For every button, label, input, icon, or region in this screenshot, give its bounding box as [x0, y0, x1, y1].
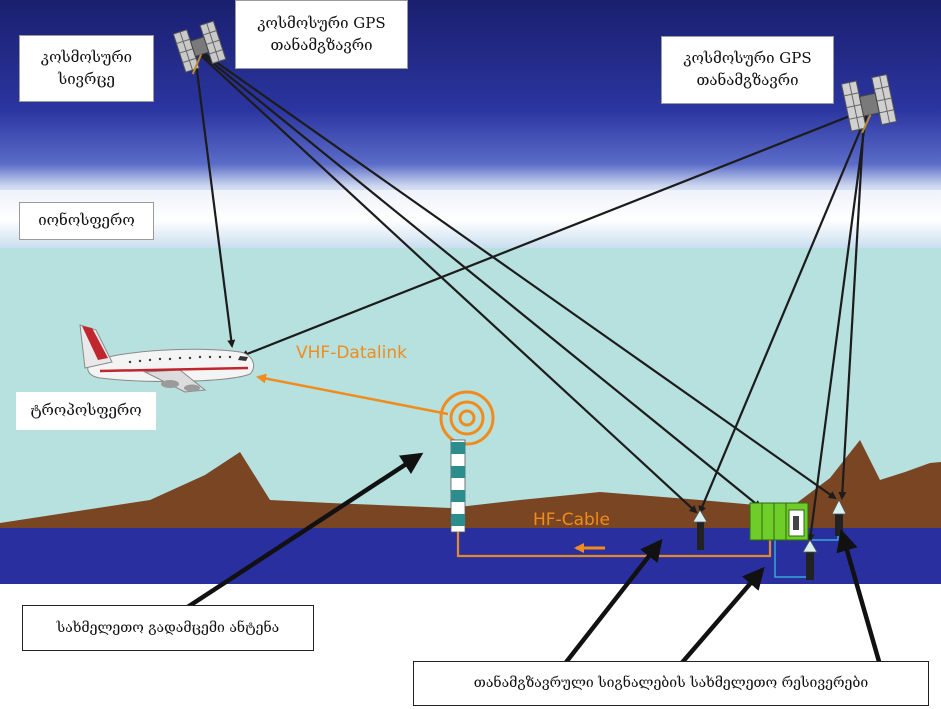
gps-right-label-line-1: კოსმოსური GPS: [683, 49, 812, 68]
space-label-line-1: კოსმოსური: [40, 47, 133, 66]
ionosphere-label: იონოსფერო: [19, 202, 154, 240]
callout-arrow-receivers-1: [558, 538, 663, 672]
vhf-datalink-label: VHF-Datalink: [296, 343, 407, 363]
gps-left-label-line-2: თანამგზავრი: [270, 35, 373, 54]
ground-antenna-callout: სახმელეთო გადამცემი ანტენა: [22, 605, 314, 651]
callout-arrow-receivers-3: [836, 529, 883, 666]
troposphere-layer: [0, 248, 941, 530]
space-label: კოსმოსური სივრცე: [19, 35, 154, 102]
vhf-radio-waves-icon: [439, 390, 495, 446]
signal-left-sat-to-station: [197, 50, 762, 509]
hf-cable-label: HF-Cable: [533, 510, 610, 530]
troposphere-label: ტროპოსფერო: [16, 392, 156, 430]
vhf-datalink-arrow: [256, 373, 449, 416]
ionosphere-label-text: იონოსფერო: [38, 211, 135, 230]
ground-receiver-2-icon: [802, 539, 818, 580]
gps-right-label-line-2: თანამგზავრი: [696, 71, 799, 89]
ground-receivers-callout-text: თანამგზავრული სიგნალების სახმელეთო რესივ…: [473, 675, 869, 692]
ground-antenna-tower-icon: [450, 439, 466, 533]
gps-satellite-right-icon: [840, 73, 898, 134]
space-label-line-2: სივრცე: [58, 69, 115, 88]
signal-right-sat-to-receiver-2: [806, 114, 868, 542]
signal-right-sat-to-receiver-1: [698, 111, 870, 514]
gps-left-label-line-1: კოსმოსური GPS: [257, 13, 386, 32]
signal-right-sat-to-aircraft: [240, 108, 866, 358]
ground-antenna-callout-text: სახმელეთო გადამცემი ანტენა: [56, 619, 280, 636]
gps-satellite-left-icon: [172, 20, 227, 75]
signal-left-sat-to-aircraft: [193, 54, 236, 348]
signal-lines: [193, 49, 870, 542]
troposphere-label-text: ტროპოსფერო: [30, 401, 142, 420]
callout-arrows: [178, 452, 883, 672]
aircraft-icon: [79, 324, 255, 393]
ground-receiver-3-icon: [831, 499, 847, 536]
gps-satellite-right-label: კოსმოსური GPS თანამგზავრი: [661, 36, 834, 104]
signal-left-sat-to-receiver-1: [196, 51, 698, 514]
ground-receivers-callout: თანამგზავრული სიგნალების სახმელეთო რესივ…: [413, 661, 929, 706]
callout-arrow-receivers-2: [678, 566, 765, 667]
ground-receiver-1-icon: [692, 509, 708, 550]
signal-right-sat-to-receiver-3: [838, 117, 866, 500]
hf-cable-line: [456, 532, 772, 558]
reference-station-cabinet-icon: [749, 502, 809, 541]
gps-satellite-left-label: კოსმოსური GPS თანამგზავრი: [235, 0, 408, 69]
signal-left-sat-to-receiver-3: [198, 49, 837, 500]
callout-arrow-antenna: [178, 452, 424, 614]
